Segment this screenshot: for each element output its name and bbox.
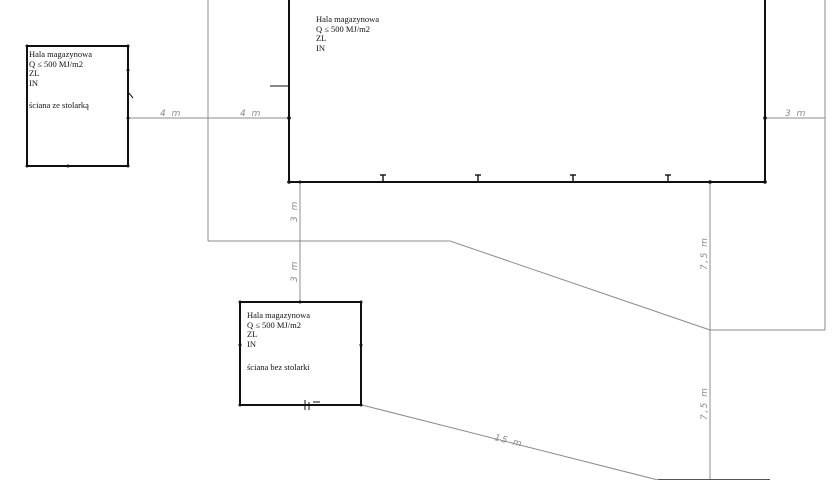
building-left-marker: [25, 164, 29, 168]
building-left-marker: [126, 68, 130, 72]
label-line: Hala magazynowa: [316, 14, 380, 24]
building-main-marker: [298, 180, 302, 184]
building-main-marker: [708, 180, 712, 184]
building-bottom-marker: [359, 343, 363, 347]
dimension-left-gap-a: 4 m: [160, 109, 182, 119]
diagonal-distance-line: [361, 404, 659, 480]
label-line: IN: [29, 77, 38, 88]
label-line: ZL: [29, 68, 40, 78]
building-main-marker: [287, 180, 291, 184]
label-line: [247, 349, 310, 359]
building-bottom-marker: [238, 403, 242, 407]
dimension-right-upper: 7,5 m: [700, 237, 710, 270]
label-line: Q ≤ 500 MJ/m2: [29, 58, 84, 69]
building-left-marker: [126, 44, 130, 48]
building-left-label: Hala magazynowa Q ≤ 500 MJ/m2 ZL IN ścia…: [29, 49, 93, 110]
building-main-marker: [763, 116, 767, 120]
building-left: [25, 44, 134, 168]
label-line: ściana bez stolarki: [247, 361, 310, 372]
building-bottom-marker: [359, 300, 363, 304]
label-line: IN: [316, 42, 325, 53]
building-bottom-marker: [359, 403, 363, 407]
building-bottom-marker: [238, 300, 242, 304]
building-main-label: Hala magazynowa Q ≤ 500 MJ/m2 ZL IN: [316, 14, 380, 53]
building-bottom-marker: [238, 343, 242, 347]
distance-lines: [128, 0, 826, 480]
building-main-marker: [287, 116, 291, 120]
dimension-right-gap: 3 m: [785, 109, 807, 119]
label-line: ściana ze stolarką: [29, 99, 89, 110]
label-line: Q ≤ 500 MJ/m2: [247, 319, 302, 330]
dimension-left-gap-b: 4 m: [240, 109, 262, 119]
dimension-right-lower: 7,5 m: [700, 387, 710, 420]
label-line: IN: [247, 338, 256, 349]
building-main: [270, 0, 767, 184]
label-line: Hala magazynowa: [29, 49, 93, 59]
building-bottom: [238, 300, 363, 410]
building-bottom-door-mark: [304, 400, 320, 410]
dimension-vertical-upper: 3 m: [290, 200, 300, 222]
column-markers: [380, 174, 671, 183]
building-left-marker: [126, 116, 130, 120]
building-main-marker: [763, 180, 767, 184]
building-left-door-mark: [127, 91, 134, 99]
lower-boundary-line: [208, 240, 711, 331]
label-line: ZL: [316, 33, 327, 43]
building-left-marker: [126, 164, 130, 168]
building-left-outline: [26, 45, 129, 167]
building-bottom-marker: [298, 300, 302, 304]
building-bottom-label: Hala magazynowa Q ≤ 500 MJ/m2 ZL IN ścia…: [247, 310, 311, 372]
label-line: Q ≤ 500 MJ/m2: [316, 23, 371, 34]
label-line: ZL: [247, 329, 258, 339]
dimension-diagonal: 15 m: [493, 433, 524, 450]
label-line: Hala magazynowa: [247, 310, 311, 320]
building-left-marker: [25, 44, 29, 48]
label-line: [29, 88, 92, 98]
building-left-marker: [66, 164, 70, 168]
dimension-vertical-lower: 3 m: [290, 260, 300, 282]
